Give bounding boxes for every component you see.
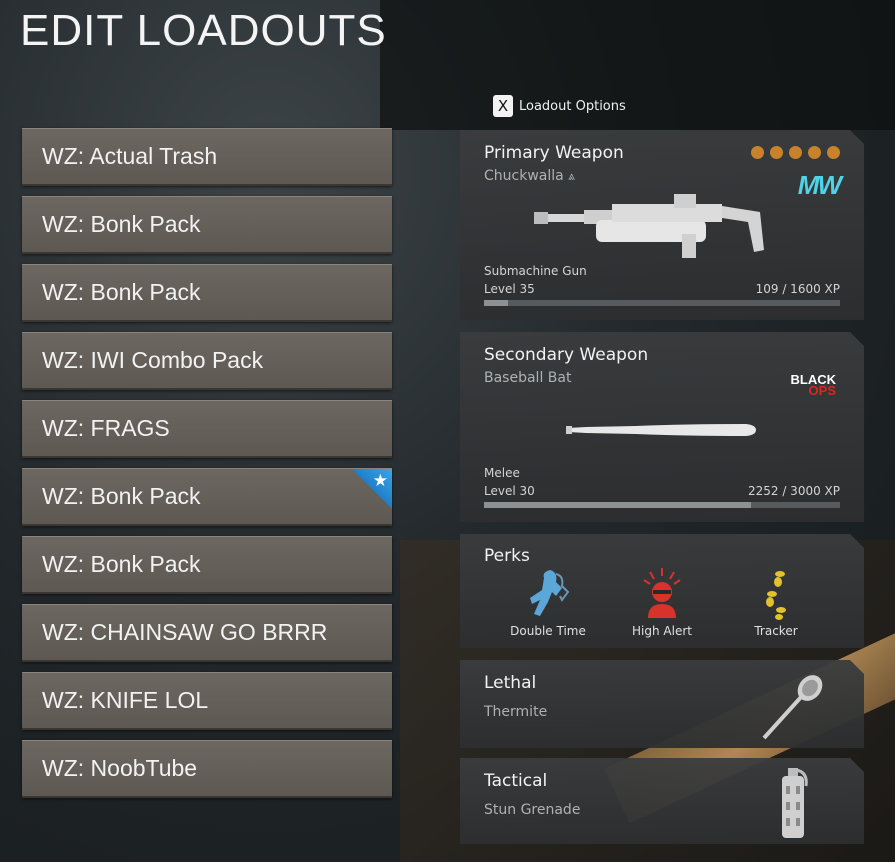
primary-weapon-title: Primary Weapon	[484, 143, 624, 163]
rarity-dot	[827, 146, 840, 159]
perk-label: Tracker	[754, 624, 798, 638]
rarity-dots	[751, 146, 840, 159]
primary-weapon-panel[interactable]: Primary Weapon Chuckwalla ⩓ MW Submachin…	[460, 130, 864, 320]
page-title: EDIT LOADOUTS	[20, 6, 387, 55]
stun-grenade-icon	[776, 766, 812, 840]
loadout-item-3[interactable]: WZ: Bonk Pack	[22, 264, 392, 322]
loadout-name: WZ: Bonk Pack	[42, 279, 201, 305]
loadout-name: WZ: Actual Trash	[42, 143, 218, 169]
loadout-item-4[interactable]: WZ: IWI Combo Pack	[22, 332, 392, 390]
loadout-item-2[interactable]: WZ: Bonk Pack	[22, 196, 392, 254]
favorite-badge: ★	[352, 469, 392, 509]
loadout-name: WZ: FRAGS	[42, 415, 170, 441]
loadout-name: WZ: Bonk Pack	[42, 551, 201, 577]
loadout-item-5[interactable]: WZ: FRAGS	[22, 400, 392, 458]
loadout-name: WZ: IWI Combo Pack	[42, 347, 264, 373]
secondary-weapon-class: Melee	[484, 466, 520, 480]
blueprint-icon: ⩓	[568, 169, 575, 183]
secondary-xp-bar	[484, 502, 840, 508]
secondary-weapon-panel[interactable]: Secondary Weapon Baseball Bat BLACK OPS …	[460, 332, 864, 522]
primary-xp-fill	[484, 300, 508, 306]
secondary-weapon-title: Secondary Weapon	[484, 345, 649, 365]
primary-weapon-class: Submachine Gun	[484, 264, 587, 278]
double-time-icon	[526, 566, 570, 620]
loadout-name: WZ: NoobTube	[42, 755, 198, 781]
primary-weapon-name: Chuckwalla ⩓	[484, 168, 575, 184]
loadout-item-8[interactable]: WZ: CHAINSAW GO BRRR	[22, 604, 392, 662]
loadout-item-6[interactable]: WZ: Bonk Pack ★	[22, 468, 392, 526]
lethal-title: Lethal	[484, 673, 537, 693]
loadout-item-7[interactable]: WZ: Bonk Pack	[22, 536, 392, 594]
rarity-dot	[751, 146, 764, 159]
tactical-title: Tactical	[484, 771, 548, 791]
lethal-name: Thermite	[484, 704, 548, 720]
loadout-options-hint[interactable]: X Loadout Options	[493, 95, 626, 117]
perk-label: High Alert	[632, 624, 692, 638]
background-shadow	[380, 0, 895, 130]
mw-logo: MW	[797, 170, 840, 200]
secondary-xp-fill	[484, 502, 751, 508]
perk-label: Double Time	[510, 624, 586, 638]
loadout-name: WZ: CHAINSAW GO BRRR	[42, 619, 328, 645]
rarity-dot	[789, 146, 802, 159]
tracker-icon	[754, 566, 798, 620]
lethal-panel[interactable]: Lethal Thermite	[460, 660, 864, 748]
perk-high-alert[interactable]: High Alert	[612, 566, 712, 638]
primary-weapon-xp: 109 / 1600 XP	[755, 282, 840, 296]
secondary-weapon-xp: 2252 / 3000 XP	[747, 484, 840, 498]
primary-weapon-level: Level 35	[484, 282, 535, 296]
rarity-dot	[808, 146, 821, 159]
baseball-bat-icon	[566, 418, 758, 442]
star-icon: ★	[372, 471, 388, 490]
tactical-panel[interactable]: Tactical Stun Grenade	[460, 758, 864, 844]
loadout-item-10[interactable]: WZ: NoobTube	[22, 740, 392, 798]
loadout-item-1[interactable]: WZ: Actual Trash	[22, 128, 392, 186]
x-key-icon: X	[493, 95, 513, 117]
loadout-name: WZ: KNIFE LOL	[42, 687, 209, 713]
perk-double-time[interactable]: Double Time	[498, 566, 598, 638]
loadout-name: WZ: Bonk Pack	[42, 483, 201, 509]
perks-title: Perks	[484, 546, 530, 566]
loadout-item-9[interactable]: WZ: KNIFE LOL	[22, 672, 392, 730]
perks-panel[interactable]: Perks Double Time High Alert	[460, 534, 864, 648]
black-ops-logo: BLACK OPS	[790, 372, 836, 398]
rarity-dot	[770, 146, 783, 159]
smg-weapon-icon	[534, 192, 774, 262]
secondary-weapon-name: Baseball Bat	[484, 370, 572, 386]
loadout-name: WZ: Bonk Pack	[42, 211, 201, 237]
loadout-options-label: Loadout Options	[519, 98, 626, 114]
high-alert-icon	[640, 566, 684, 620]
loadout-list: WZ: Actual Trash WZ: Bonk Pack WZ: Bonk …	[22, 128, 392, 808]
thermite-icon	[758, 670, 830, 742]
tactical-name: Stun Grenade	[484, 802, 581, 818]
perk-tracker[interactable]: Tracker	[726, 566, 826, 638]
primary-xp-bar	[484, 300, 840, 306]
secondary-weapon-level: Level 30	[484, 484, 535, 498]
